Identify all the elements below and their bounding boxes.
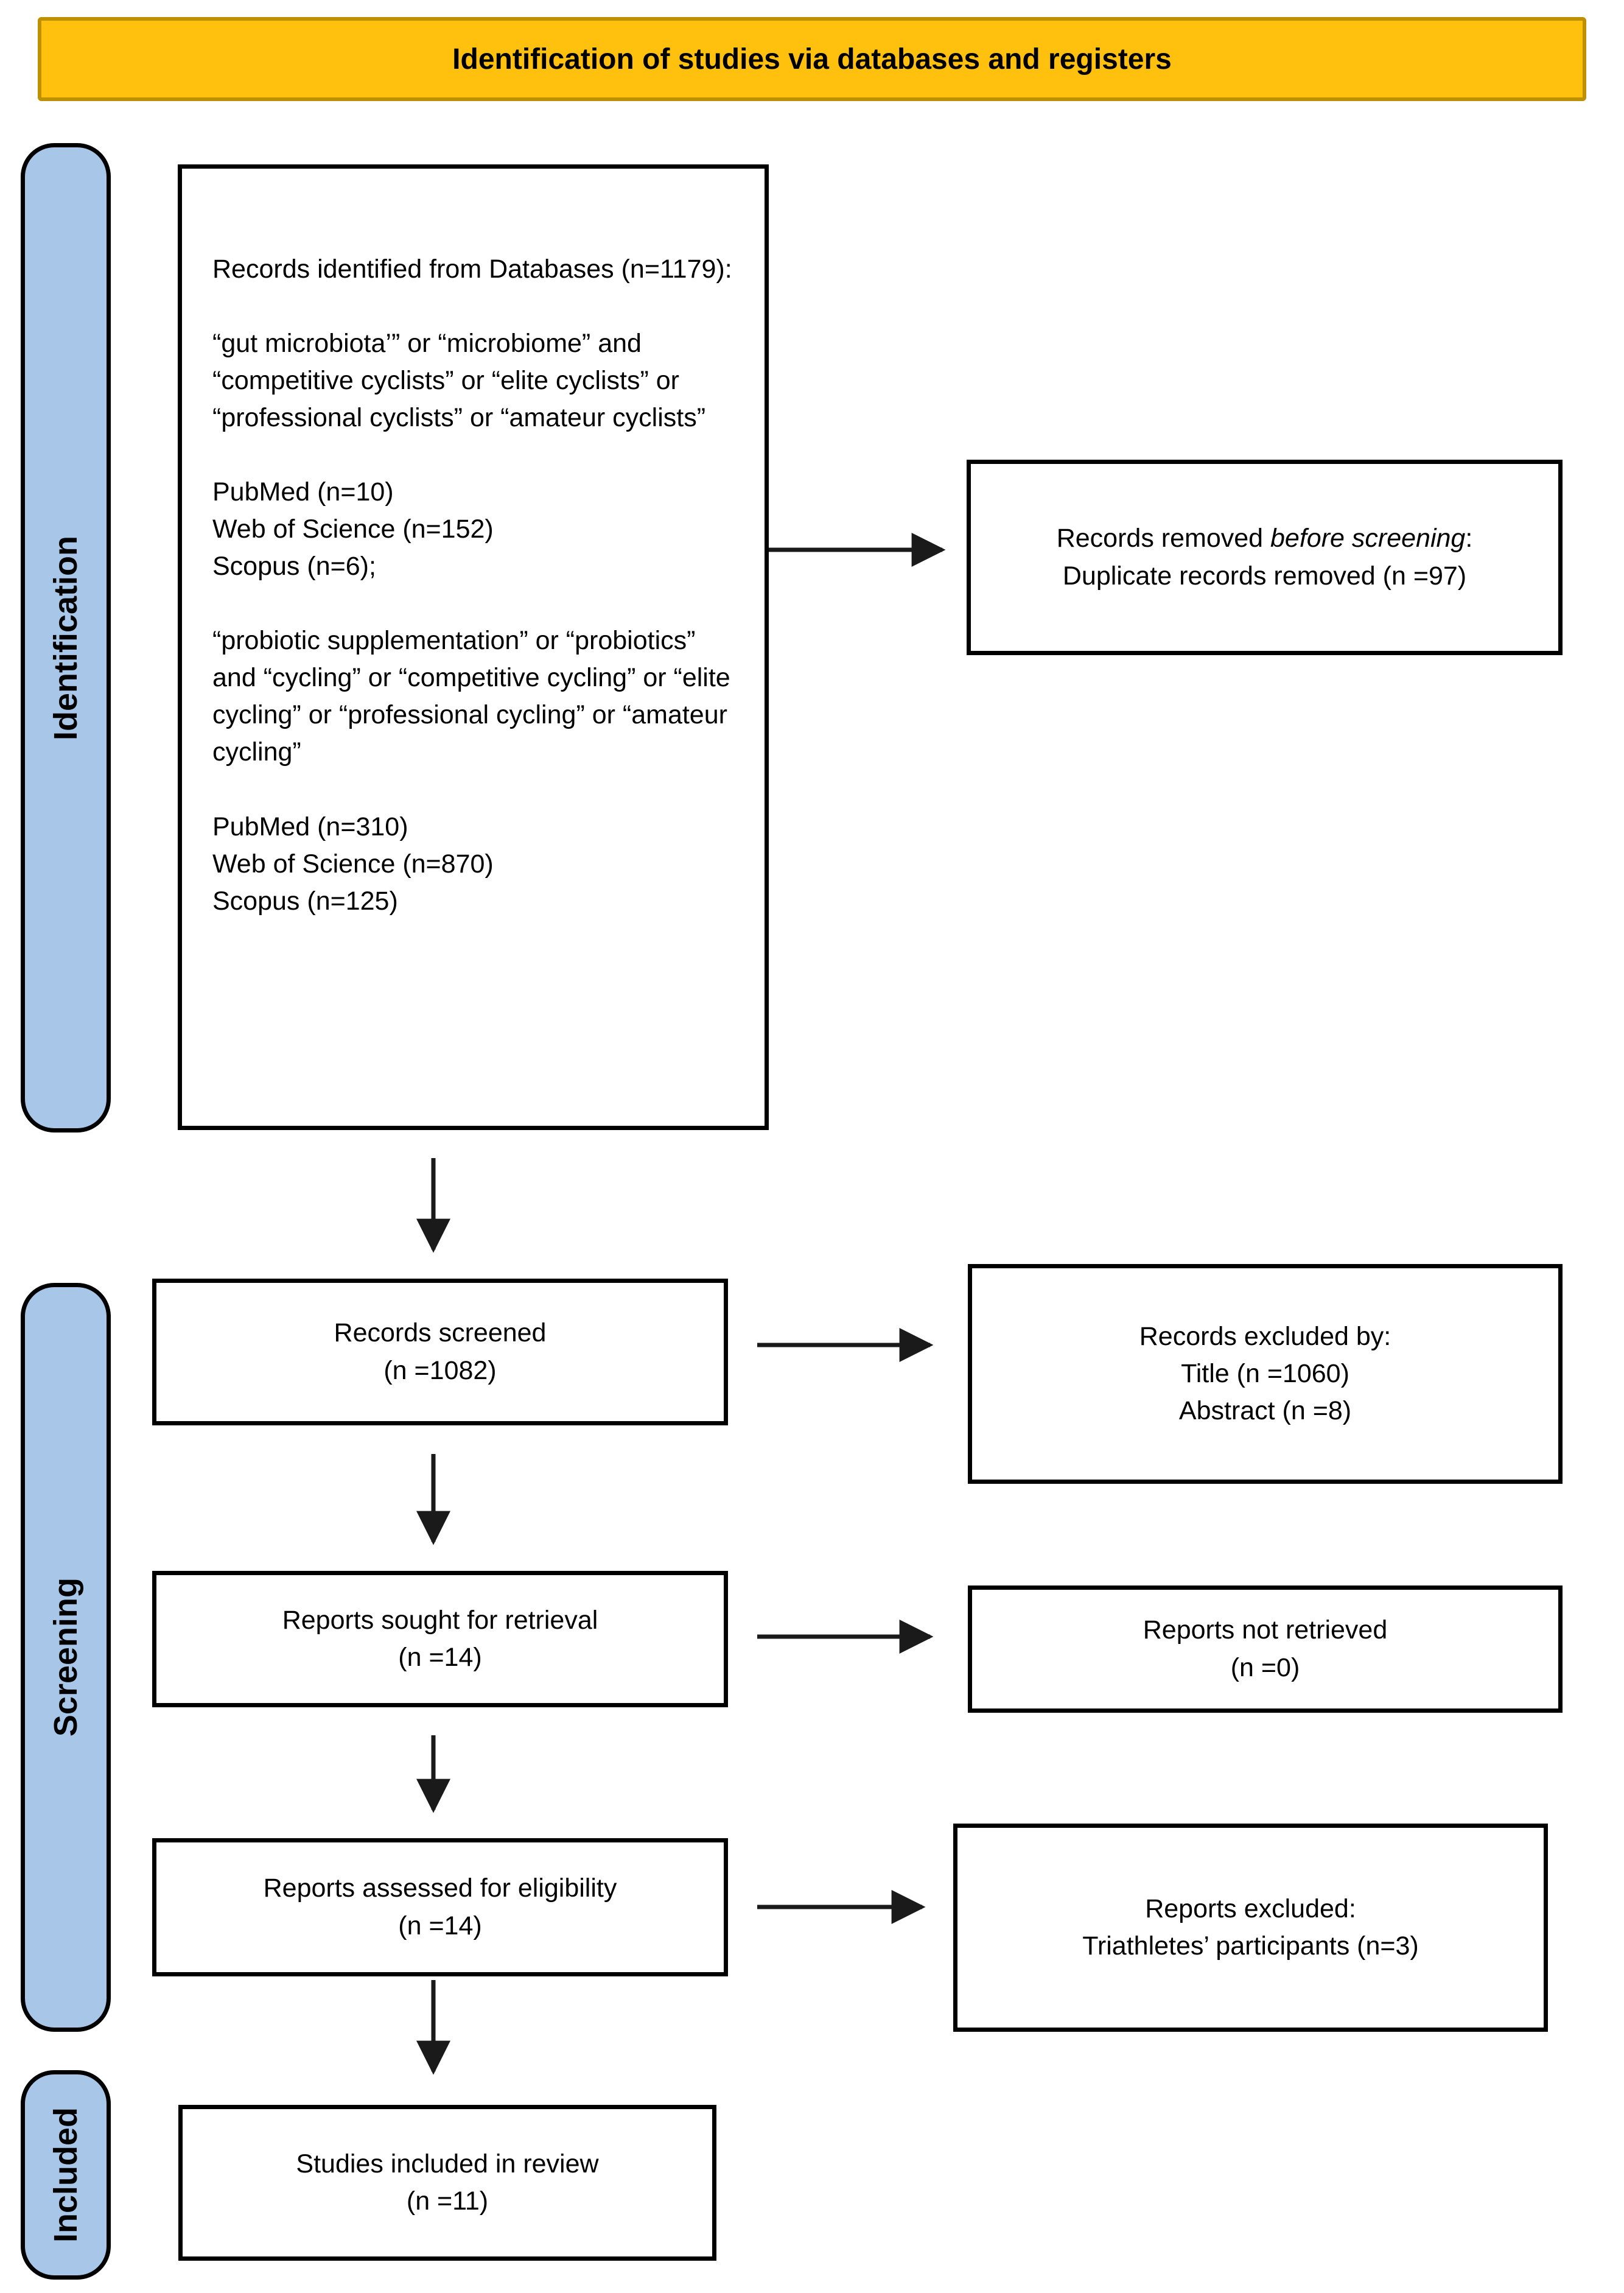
records-identified-heading: Records identified from Databases (n=117…	[212, 255, 732, 284]
box-reports-assessed: Reports assessed for eligibility (n =14)	[152, 1838, 728, 1976]
records-removed-line2: Duplicate records removed (n =97)	[1062, 561, 1467, 591]
reports-assessed-line1: Reports assessed for eligibility	[263, 1873, 617, 1903]
reports-not-retrieved-count: (n =0)	[1230, 1652, 1300, 1682]
records-screened-count: (n =1082)	[383, 1355, 497, 1385]
studies-included-count: (n =11)	[406, 2186, 489, 2216]
records-screened-line1: Records screened	[334, 1318, 547, 1348]
database-counts-microbiota: PubMed (n=10) Web of Science (n=152) Sco…	[212, 477, 494, 581]
stage-label-screening: Screening	[21, 1283, 111, 2032]
title-banner: Identification of studies via databases …	[38, 17, 1586, 101]
records-excluded-abstract-count: Abstract (n =8)	[1178, 1396, 1352, 1426]
stage-label-included: Included	[21, 2070, 111, 2280]
records-excluded-title-count: Title (n =1060)	[1181, 1358, 1349, 1388]
box-studies-included: Studies included in review (n =11)	[178, 2105, 716, 2261]
reports-sought-line1: Reports sought for retrieval	[282, 1605, 598, 1635]
box-records-removed-before-screening: Records removed before screening: Duplic…	[967, 460, 1563, 655]
records-removed-line1: Records removed before screening:	[1056, 524, 1473, 553]
records-excluded-line1: Records excluded by:	[1139, 1321, 1391, 1351]
box-records-identified: Records identified from Databases (n=117…	[178, 164, 769, 1130]
reports-excluded-line1: Reports excluded:	[1145, 1894, 1356, 1923]
search-terms-microbiota: “gut microbiota’” or “microbiome” and “c…	[212, 329, 706, 433]
stage-label-identification: Identification	[21, 143, 111, 1132]
box-records-excluded-by: Records excluded by: Title (n =1060) Abs…	[968, 1264, 1563, 1484]
studies-included-line1: Studies included in review	[296, 2149, 599, 2179]
stage-label-identification-text: Identification	[47, 535, 84, 740]
box-reports-sought: Reports sought for retrieval (n =14)	[152, 1571, 728, 1707]
reports-sought-count: (n =14)	[398, 1643, 482, 1672]
box-reports-excluded: Reports excluded: Triathletes’ participa…	[953, 1824, 1548, 2032]
reports-not-retrieved-line1: Reports not retrieved	[1143, 1615, 1388, 1645]
reports-excluded-reason: Triathletes’ participants (n=3)	[1082, 1931, 1419, 1961]
stage-label-included-text: Included	[47, 2107, 84, 2242]
title-banner-text: Identification of studies via databases …	[452, 43, 1172, 75]
before-screening-italic: before screening	[1270, 524, 1466, 553]
reports-assessed-count: (n =14)	[398, 1911, 482, 1940]
search-terms-probiotic: “probiotic supplementation” or “probioti…	[212, 626, 730, 767]
database-counts-probiotic: PubMed (n=310) Web of Science (n=870) Sc…	[212, 812, 494, 916]
box-reports-not-retrieved: Reports not retrieved (n =0)	[968, 1585, 1563, 1713]
stage-label-screening-text: Screening	[47, 1578, 84, 1737]
box-records-screened: Records screened (n =1082)	[152, 1279, 728, 1425]
